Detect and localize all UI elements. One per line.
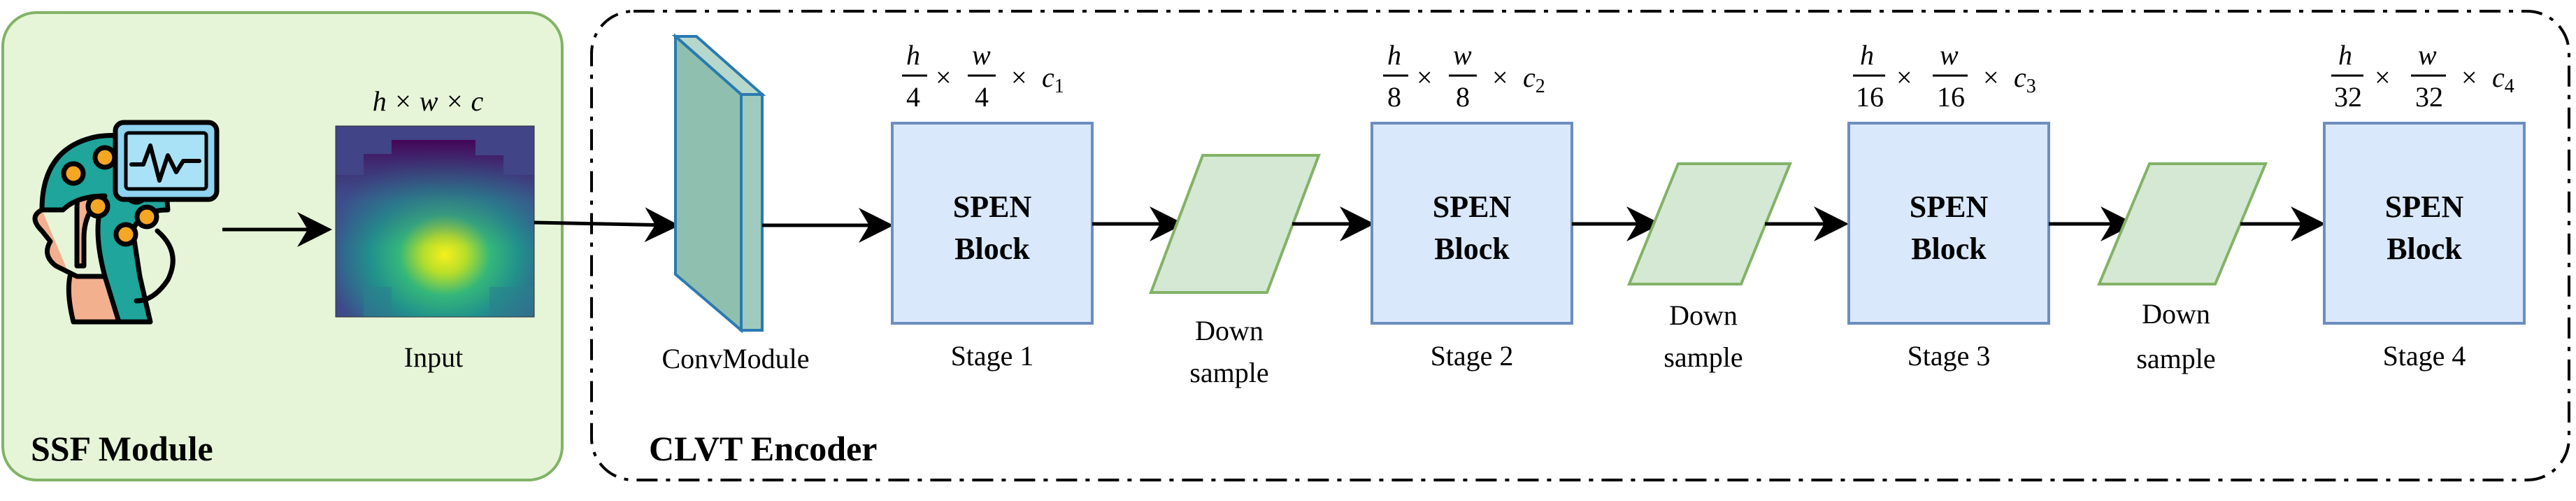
downsample-1-label-1: Down bbox=[1195, 315, 1264, 346]
stage-2-label: Stage 2 bbox=[1431, 340, 1514, 372]
stage-1-dims: h 4 × w 4 × c1 bbox=[906, 39, 1064, 113]
input-dims-label: h × w × c bbox=[373, 85, 484, 117]
stage-4-block-label-2: Block bbox=[2387, 232, 2462, 266]
downsample-3 bbox=[2096, 162, 2268, 285]
stage-3-label: Stage 3 bbox=[1908, 340, 1991, 372]
stage-4-label: Stage 4 bbox=[2383, 340, 2466, 372]
stage-4-h-den: 32 bbox=[2334, 81, 2362, 113]
downsample-2-label-2: sample bbox=[1663, 341, 1743, 373]
stage-2-c-sub: 2 bbox=[1536, 76, 1545, 97]
stage-1-w-den: 4 bbox=[975, 81, 989, 113]
downsample-3-label-1: Down bbox=[2142, 298, 2210, 330]
stage-2-w-den: 8 bbox=[1456, 81, 1470, 113]
clvt-encoder-title: CLVT Encoder bbox=[649, 429, 877, 468]
stage-4-dims: h 32 × w 32 × c4 bbox=[2334, 39, 2514, 113]
downsample-2-label-1: Down bbox=[1669, 299, 1738, 331]
ssf-module-title: SSF Module bbox=[31, 429, 213, 468]
stage-3-c-sub: 3 bbox=[2026, 76, 2036, 97]
stage-3-h-den: 16 bbox=[1856, 81, 1884, 113]
stage-1: h 4 × w 4 × c1 SPEN Block Stage 1 bbox=[891, 39, 1094, 372]
downsample-3-label-2: sample bbox=[2136, 343, 2215, 374]
stage-4-block-label-1: SPEN bbox=[2385, 190, 2464, 224]
stage-4: h 32 × w 32 × c4 SPEN Block Stage 4 bbox=[2323, 39, 2526, 372]
stage-2-spen-block bbox=[1371, 122, 1573, 325]
stage-2-dims: h 8 × w 8 × c2 bbox=[1387, 39, 1545, 113]
stage-4-w-den: 32 bbox=[2415, 81, 2443, 113]
input-label: Input bbox=[404, 341, 463, 373]
head-eeg-icon bbox=[32, 120, 220, 325]
stage-1-block-label-1: SPEN bbox=[953, 190, 1032, 224]
downsample-2 bbox=[1627, 162, 1792, 285]
stage-1-label: Stage 1 bbox=[951, 340, 1034, 372]
stage-1-w: w bbox=[972, 39, 991, 71]
stage-1-h-den: 4 bbox=[906, 81, 920, 113]
stage-4-c-sub: 4 bbox=[2505, 76, 2514, 97]
clvt-encoder-container bbox=[590, 10, 2570, 481]
stage-2-block-label-2: Block bbox=[1434, 232, 1510, 266]
arrow-input-to-conv bbox=[534, 207, 680, 243]
stage-4-spen-block bbox=[2323, 122, 2526, 325]
stage-2-block-label-1: SPEN bbox=[1433, 190, 1512, 224]
stage-3-block-label-1: SPEN bbox=[1910, 190, 1989, 224]
stage-3-spen-block bbox=[1847, 122, 2050, 325]
stage-3: h 16 × w 16 × c3 SPEN Block Stage 3 bbox=[1847, 39, 2050, 372]
eeg-topomap-heatmap bbox=[335, 125, 535, 318]
stage-3-w-den: 16 bbox=[1937, 81, 1965, 113]
conv-module bbox=[671, 33, 766, 334]
stage-2-h-den: 8 bbox=[1387, 81, 1401, 113]
stage-1-spen-block bbox=[891, 122, 1094, 325]
stage-1-block-label-2: Block bbox=[954, 232, 1030, 266]
stage-3-block-label-2: Block bbox=[1911, 232, 1987, 266]
conv-module-label: ConvModule bbox=[661, 343, 809, 374]
stage-1-c-sub: 1 bbox=[1054, 76, 1064, 97]
downsample-1 bbox=[1149, 154, 1321, 294]
stage-2: h 8 × w 8 × c2 SPEN Block Stage 2 bbox=[1371, 39, 1573, 372]
downsample-1-label-2: sample bbox=[1189, 357, 1268, 388]
stage-3-dims: h 16 × w 16 × c3 bbox=[1856, 39, 2036, 113]
stage-1-h: h bbox=[906, 39, 920, 71]
